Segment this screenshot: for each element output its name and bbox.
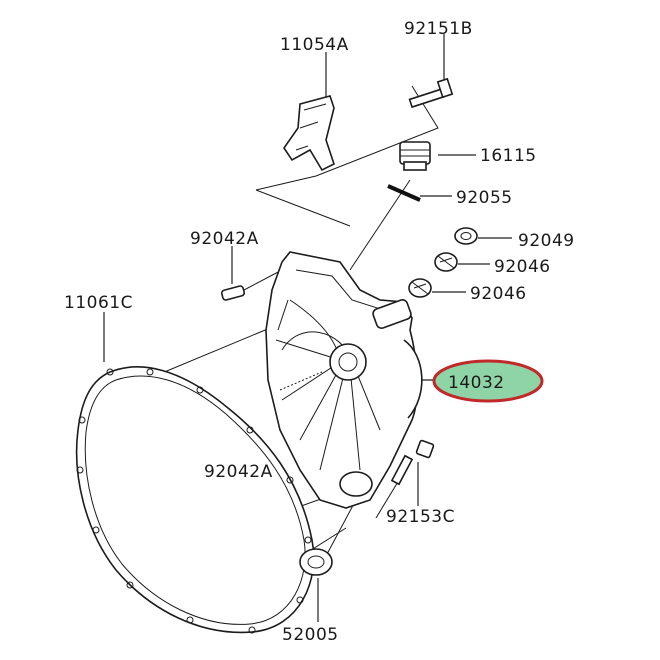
bearing-92046-b — [408, 278, 432, 298]
washer-92049 — [454, 227, 478, 245]
highlight-marker — [432, 359, 544, 403]
label-92055: 92055 — [456, 188, 513, 208]
bearing-92046-a — [434, 252, 458, 272]
label-92042A-bottom: 92042A — [204, 462, 273, 482]
gasket-11061C — [75, 366, 315, 634]
bolt-92153C — [390, 439, 435, 486]
label-92153C: 92153C — [386, 507, 455, 527]
highlight-ellipse — [432, 359, 544, 403]
assembly-line-pin-top — [243, 269, 283, 291]
label-92049: 92049 — [518, 231, 575, 251]
bracket-part — [283, 95, 335, 172]
label-14032: 14032 — [448, 373, 505, 393]
label-92042A-top: 92042A — [190, 229, 259, 249]
label-92046-a: 92046 — [494, 257, 551, 277]
gasket-bolt-holes — [76, 368, 312, 634]
assembly-line-gasket-top — [149, 327, 271, 379]
label-92151B: 92151B — [404, 19, 473, 39]
bolt-92151B — [408, 77, 454, 109]
part-labels: 11054A 92151B 16115 92055 92042A 92049 9… — [64, 19, 575, 645]
assembly-line-bracket — [255, 85, 439, 191]
label-11061C: 11061C — [64, 293, 133, 313]
label-92046-b: 92046 — [470, 284, 527, 304]
assembly-line-plug — [349, 179, 411, 271]
seal-52005 — [299, 548, 333, 576]
assembly-line-bracket-2 — [255, 189, 351, 227]
label-16115: 16115 — [480, 146, 537, 166]
label-52005: 52005 — [282, 625, 339, 645]
cover-14032 — [265, 251, 423, 509]
plug-16115 — [399, 141, 431, 171]
oring-92055 — [387, 184, 421, 202]
pin-92042A-top — [220, 285, 246, 301]
label-11054A: 11054A — [280, 35, 349, 55]
